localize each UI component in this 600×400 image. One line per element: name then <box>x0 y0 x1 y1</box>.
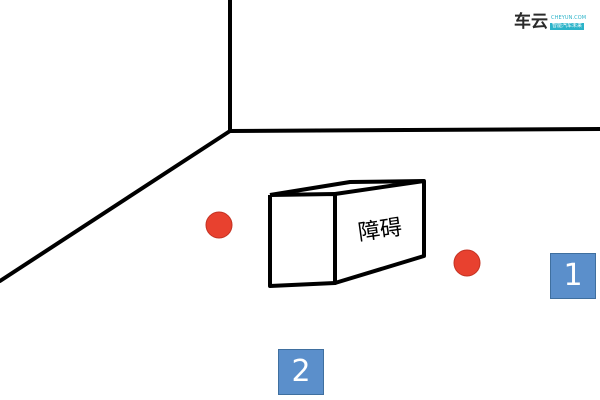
obstacle-box: 障碍 <box>268 179 426 288</box>
wall-floor-edge-line <box>228 127 600 133</box>
red-dot-left <box>205 211 233 239</box>
cheyun-logo: 车云 CHEYUN.COM 智能汽车未来 <box>514 12 594 36</box>
obstacle-top-edge <box>269 179 425 197</box>
marker-2-badge: 2 <box>278 349 324 395</box>
floor-diagonal-line <box>0 129 232 283</box>
obstacle-side-face <box>334 179 426 285</box>
logo-tagline: 智能汽车未来 <box>550 23 585 30</box>
red-dot-right <box>453 249 481 277</box>
obstacle-front-face <box>268 192 337 288</box>
logo-site: CHEYUN.COM <box>551 15 587 21</box>
obstacle-label: 障碍 <box>357 215 404 246</box>
logo-brand: 车云 <box>514 12 548 32</box>
marker-1-badge: 1 <box>550 253 596 299</box>
